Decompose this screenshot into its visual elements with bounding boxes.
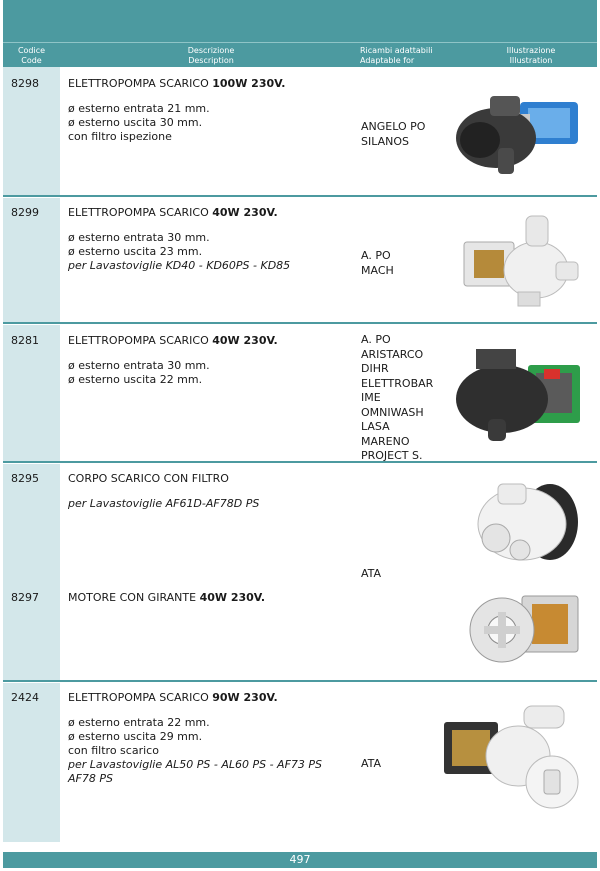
adaptable-brand: IME (361, 391, 381, 404)
adaptable-brand: PROJECT S. (361, 449, 423, 462)
adaptable-brand: ATA (361, 757, 382, 770)
motor-impeller-icon (469, 595, 579, 663)
code-column-bg (3, 464, 60, 680)
adaptable-list: ANGELO PO SILANOS (361, 120, 425, 149)
bottom-gap (3, 842, 597, 844)
code-column-bg (3, 67, 60, 195)
spec-line: ø esterno entrata 22 mm. (68, 716, 210, 729)
top-band (3, 0, 597, 42)
row-separator (3, 680, 597, 682)
adaptable-brand: A. PO (361, 249, 391, 262)
item-title: ELETTROPOMPA SCARICO 100W 230V. (68, 77, 286, 90)
item-code: 8297 (11, 591, 39, 604)
drain-body-filter-icon (477, 483, 578, 561)
item-description: ELETTROPOMPA SCARICO 100W 230V. ø estern… (68, 77, 353, 144)
spec-line: ø esterno entrata 30 mm. (68, 359, 210, 372)
adaptable-brand: ELETTROBAR (361, 376, 434, 390)
adaptable-list: A. PO ARISTARCO DIHR ELETTROBAR IME OMNI… (361, 333, 433, 464)
code-column-bg (3, 198, 60, 322)
item-code: 8299 (11, 206, 39, 219)
adaptable-brand: LASA (361, 420, 390, 433)
page-number: 497 (3, 852, 597, 868)
item-code: 8295 (11, 472, 39, 485)
row-separator (3, 322, 597, 324)
row-separator (3, 195, 597, 197)
spec-line: con filtro scarico (68, 744, 159, 757)
spec-line-italic: per Lavastoviglie AF61D-AF78D PS (68, 497, 260, 510)
item-description: ELETTROPOMPA SCARICO 90W 230V. ø esterno… (68, 691, 353, 786)
spec-line: ø esterno entrata 21 mm. (68, 102, 210, 115)
item-description: ELETTROPOMPA SCARICO 40W 230V. ø esterno… (68, 334, 353, 387)
item-code: 8281 (11, 334, 39, 347)
adaptable-brand: ATA (361, 567, 382, 580)
adaptable-brand: DIHR (361, 362, 389, 375)
spec-line: ø esterno entrata 30 mm. (68, 231, 210, 244)
item-description: MOTORE CON GIRANTE 40W 230V. (68, 591, 353, 616)
adaptable-brand: MACH (361, 263, 394, 277)
drain-pump-icon (463, 215, 579, 307)
spec-line: con filtro ispezione (68, 130, 172, 143)
drain-pump-icon (444, 705, 579, 809)
item-title: ELETTROPOMPA SCARICO 90W 230V. (68, 691, 278, 704)
adaptable-brand: A. PO (361, 333, 391, 346)
item-title: ELETTROPOMPA SCARICO 40W 230V. (68, 206, 278, 219)
item-title: CORPO SCARICO CON FILTRO (68, 472, 229, 485)
item-description: CORPO SCARICO CON FILTRO per Lavastovigl… (68, 472, 353, 511)
adaptable-list: ATA (361, 757, 381, 772)
item-title: MOTORE CON GIRANTE 40W 230V. (68, 591, 266, 604)
item-description: ELETTROPOMPA SCARICO 40W 230V. ø esterno… (68, 206, 353, 273)
code-column-bg (3, 325, 60, 461)
drain-pump-icon (456, 96, 578, 174)
code-column-bg (3, 683, 60, 842)
spec-line: ø esterno uscita 22 mm. (68, 373, 203, 386)
spec-line: ø esterno uscita 23 mm. (68, 245, 203, 258)
adaptable-list: A. PO MACH (361, 249, 394, 278)
adaptable-brand: ARISTARCO (361, 347, 424, 361)
row-separator (3, 461, 597, 463)
adaptable-list: ATA (361, 567, 381, 582)
spec-line-italic: per Lavastoviglie KD40 - KD60PS - KD85 (68, 259, 291, 272)
item-code: 8298 (11, 77, 39, 90)
item-code: 2424 (11, 691, 39, 704)
drain-pump-icon (456, 349, 580, 441)
spec-line: ø esterno uscita 30 mm. (68, 116, 203, 129)
adaptable-brand: ANGELO PO (361, 120, 426, 133)
spec-line: ø esterno uscita 29 mm. (68, 730, 203, 743)
adaptable-brand: MARENO (361, 434, 410, 448)
adaptable-brand: SILANOS (361, 134, 410, 148)
adaptable-brand: OMNIWASH (361, 405, 424, 419)
item-title: ELETTROPOMPA SCARICO 40W 230V. (68, 334, 278, 347)
spec-line-italic: per Lavastoviglie AL50 PS - AL60 PS - AF… (68, 758, 322, 785)
